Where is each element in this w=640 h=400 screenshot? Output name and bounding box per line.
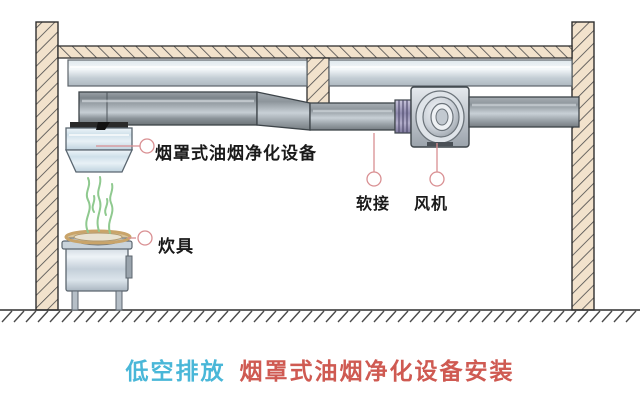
leader-lines — [96, 133, 445, 246]
label-fan: 风机 — [414, 194, 449, 213]
diagram-caption: 低空排放烟罩式油烟净化设备安装 — [0, 352, 640, 386]
duct-transition — [256, 91, 311, 131]
stove — [61, 240, 133, 311]
leader-dot-soft — [366, 171, 382, 187]
caption-primary: 低空排放 — [125, 359, 226, 385]
building-shell — [0, 21, 640, 323]
caption-secondary: 烟罩式油烟净化设备安装 — [239, 359, 515, 385]
duct-segment-2 — [309, 102, 396, 131]
floor-hatching — [1, 310, 637, 323]
label-stove: 炊具 — [158, 237, 194, 257]
steam — [85, 176, 114, 234]
leader-dot-fan — [429, 171, 445, 187]
ceiling-beam-drop — [306, 57, 330, 111]
discharge-duct — [468, 96, 580, 128]
label-purifier: 烟罩式油烟净化设备 — [155, 144, 317, 164]
flex-connector — [394, 99, 412, 134]
leader-dot-stove — [137, 230, 153, 246]
ceiling-slab — [57, 45, 573, 59]
centrifugal-fan — [410, 86, 470, 148]
label-flex-connector: 软接 — [356, 194, 391, 213]
right-wall — [571, 21, 595, 311]
hood-purifier — [64, 122, 134, 173]
main-duct — [78, 91, 396, 131]
left-wall — [35, 21, 59, 311]
leader-dot-purifier — [139, 138, 155, 154]
wok — [64, 229, 132, 246]
ceiling-pipe — [67, 59, 573, 87]
